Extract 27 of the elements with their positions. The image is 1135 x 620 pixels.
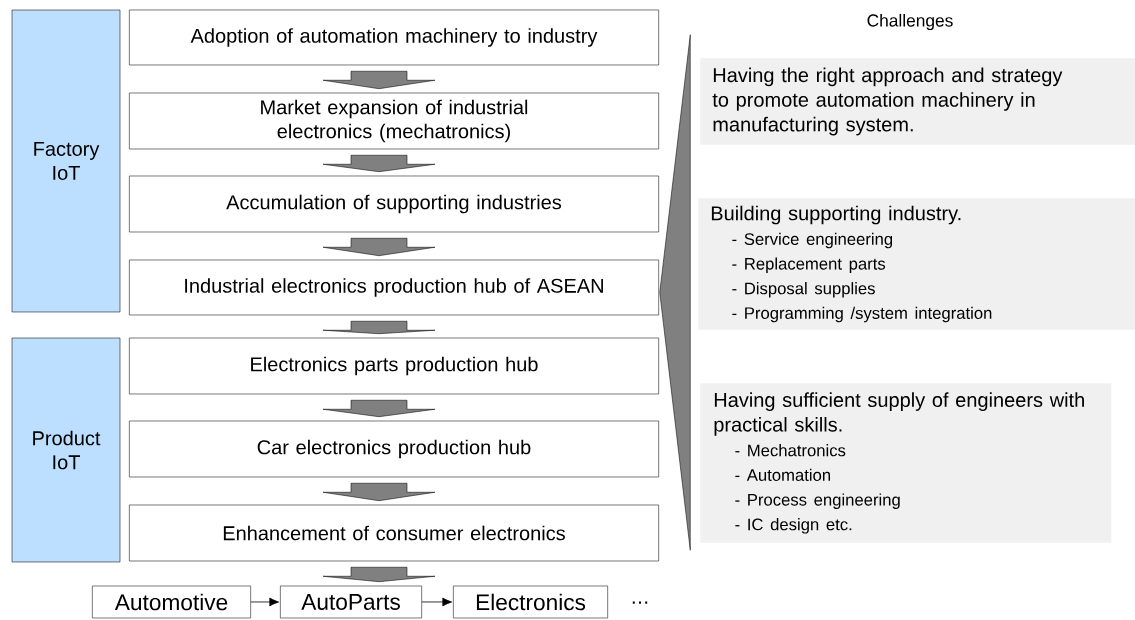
arrow: [250, 597, 280, 607]
industry-box: Electronics: [453, 585, 608, 619]
process-box: Car electronics production hub: [129, 420, 659, 478]
process-box: Adoption of automation machinery to industry: [129, 9, 659, 66]
block-arrow: [322, 71, 436, 89]
block-arrow: [322, 483, 436, 501]
category-band: Factory IoT: [11, 9, 121, 313]
industry-box: Automotive: [92, 585, 251, 619]
challenge-box: Having the right approach and strategy to promote automation machinery in manufacturing system.: [700, 58, 1135, 145]
category-band: Product IoT: [11, 337, 121, 563]
column-heading: Challenges: [867, 13, 953, 31]
process-box: Industrial electronics production hub of ASEAN: [129, 259, 659, 316]
process-box: Accumulation of supporting industries: [129, 175, 659, 233]
block-arrow: [322, 321, 436, 334]
process-box: Enhancement of consumer electronics: [129, 504, 659, 562]
block-arrow: [322, 567, 436, 582]
block-arrow: [322, 238, 436, 256]
wedge-bracket: [659, 34, 691, 551]
ellipsis: ⋯: [632, 601, 648, 604]
process-box: Market expansion of industrial electronics (mechatronics): [129, 92, 659, 150]
challenge-box: Having sufficient supply of engineers with practical skills. - Mechatronics - Automation - Process engineering - IC design etc.: [700, 383, 1112, 543]
process-box: Electronics parts production hub: [129, 337, 659, 395]
arrow: [421, 597, 453, 607]
block-arrow: [322, 155, 436, 172]
challenge-box: Building supporting industry. - Service engineering - Replacement parts - Disposal supplies - Programming /system integration: [698, 198, 1135, 330]
industry-box: AutoParts: [280, 585, 422, 619]
block-arrow: [322, 400, 436, 417]
